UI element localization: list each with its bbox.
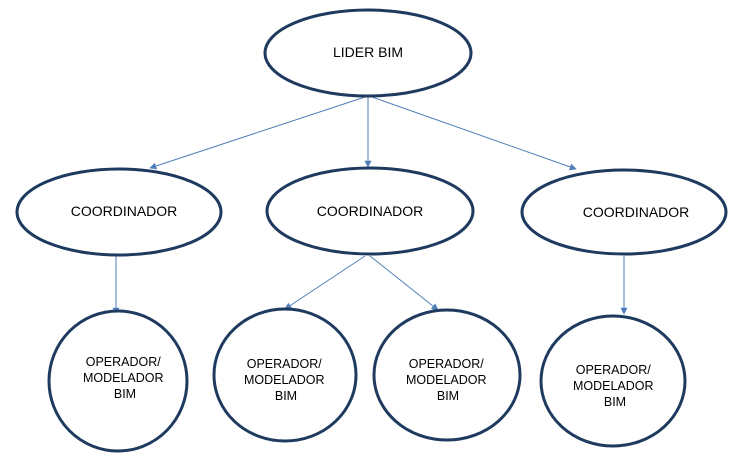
- operator-1-line-1: OPERADOR/: [86, 355, 162, 369]
- operator-2-line-3: BIM: [275, 389, 297, 403]
- connectors: [112, 96, 628, 315]
- operator-4-line-3: BIM: [604, 395, 626, 409]
- operator-node-3: OPERADOR/ MODELADOR BIM: [372, 308, 522, 442]
- operator-label-1: OPERADOR/ MODELADOR BIM: [83, 355, 167, 401]
- operator-4-line-2: MODELADOR: [573, 379, 654, 393]
- operator-ellipse-2: [212, 307, 358, 443]
- operator-2-line-2: MODELADOR: [244, 373, 325, 387]
- coordinator-label-3: COORDINADOR: [583, 204, 690, 220]
- coordinator-node-1: COORDINADOR: [15, 167, 223, 257]
- operator-ellipse-4: [539, 314, 687, 448]
- operator-node-4: OPERADOR/ MODELADOR BIM: [539, 314, 687, 448]
- coordinator-ellipse-3: [520, 168, 728, 256]
- coordinator-ellipse-1: [15, 167, 223, 257]
- root-node: LIDER BIM: [263, 8, 473, 98]
- root-node-label: LIDER BIM: [333, 44, 403, 60]
- coordinator-ellipse-2: [265, 166, 475, 256]
- operator-3-line-1: OPERADOR/: [409, 357, 485, 371]
- operator-node-1: OPERADOR/ MODELADOR BIM: [47, 309, 189, 453]
- operator-1-line-2: MODELADOR: [83, 371, 164, 385]
- operator-ellipse-3: [372, 308, 522, 442]
- operator-label-4: OPERADOR/ MODELADOR BIM: [573, 363, 657, 409]
- operator-3-line-3: BIM: [437, 389, 459, 403]
- operator-3-line-2: MODELADOR: [406, 373, 487, 387]
- connector-coordinator-2-to-operator-2: [284, 255, 366, 310]
- operator-label-2: OPERADOR/ MODELADOR BIM: [244, 357, 328, 403]
- coordinator-node-2: COORDINADOR: [265, 166, 475, 256]
- connector-coordinator-2-to-operator-3: [369, 255, 439, 311]
- connector-root-to-coordinator-3: [371, 96, 577, 171]
- root-node-ellipse: [263, 8, 473, 98]
- operator-4-line-1: OPERADOR/: [576, 363, 652, 377]
- operator-node-2: OPERADOR/ MODELADOR BIM: [212, 307, 358, 443]
- coordinator-label-1: COORDINADOR: [71, 203, 178, 219]
- coordinator-label-2: COORDINADOR: [317, 203, 424, 219]
- coordinator-node-3: COORDINADOR: [520, 168, 728, 256]
- operator-label-3: OPERADOR/ MODELADOR BIM: [406, 357, 490, 403]
- operator-2-line-1: OPERADOR/: [247, 357, 323, 371]
- connector-root-to-coordinator-1: [149, 96, 366, 170]
- operator-ellipse-1: [47, 309, 189, 453]
- operator-1-line-3: BIM: [114, 387, 136, 401]
